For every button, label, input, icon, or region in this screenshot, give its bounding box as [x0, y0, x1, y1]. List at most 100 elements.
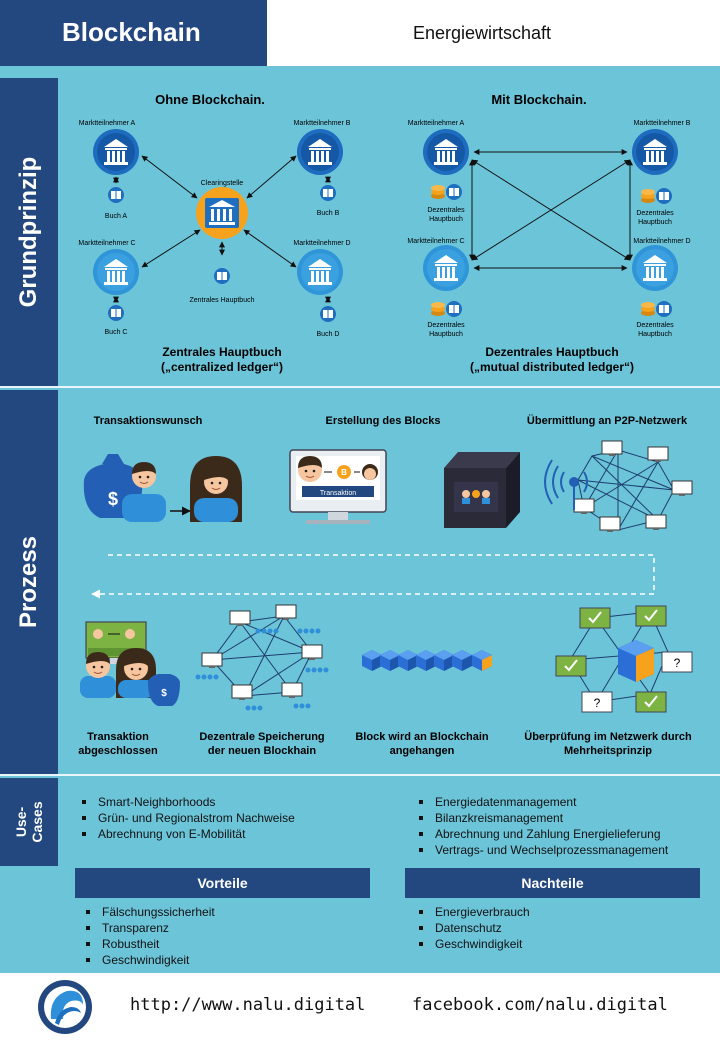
- participant-a-label: Marktteilnehmer A: [79, 120, 136, 127]
- flow-connector: [91, 554, 655, 599]
- prozess-panel: Transaktionswunsch Erstellung des Blocks…: [62, 390, 718, 774]
- book-a-label: Buch A: [105, 213, 128, 220]
- book-icon: [445, 300, 463, 318]
- transaction-monitor-icon: B Transaktion: [289, 449, 387, 524]
- ledger-label: Hauptbuch: [429, 331, 463, 338]
- list-item: Geschwindigkeit: [413, 936, 703, 952]
- step-erstellung: Erstellung des Blocks: [326, 415, 441, 427]
- book-b-label: Buch B: [317, 210, 340, 217]
- bank-icon: [93, 129, 139, 175]
- book-d-label: Buch D: [317, 331, 340, 338]
- svg-text:$: $: [108, 489, 118, 509]
- person-male-icon: [122, 461, 166, 522]
- section-label-grundprinzip: Grundprinzip: [0, 78, 58, 386]
- section-title: Grundprinzip: [15, 156, 42, 308]
- nachteile-header: Nachteile: [405, 868, 700, 898]
- coin-stack-icon: [431, 185, 445, 199]
- prozess-diagram: Transaktionswunsch Erstellung des Blocks…: [78, 414, 693, 757]
- central-book-label: Zentrales Hauptbuch: [190, 297, 255, 304]
- svg-text:?: ?: [674, 656, 681, 670]
- transaction-complete-icon: $: [80, 621, 180, 706]
- grundprinzip-panel: Ohne Blockchain. Marktteilnehmer A Markt…: [62, 80, 718, 386]
- list-item: Abrechnung von E-Mobilität: [76, 826, 396, 842]
- screen-transaktion-label: Transaktion: [320, 490, 356, 497]
- vorteile-list: Fälschungssicherheit Transparenz Robusth…: [80, 904, 370, 968]
- book-icon: [107, 186, 125, 204]
- list-item: Vertrags- und Wechselprozessmanagement: [413, 842, 713, 858]
- book-c-label: Buch C: [105, 329, 128, 336]
- coin-stack-icon: [641, 189, 655, 203]
- list-item: Transparenz: [80, 920, 370, 936]
- list-item: Energieverbrauch: [413, 904, 703, 920]
- use-cases-right-list: Energiedatenmanagement Bilanzkreismanage…: [413, 794, 713, 858]
- book-icon: [319, 305, 337, 323]
- step-speicherung: der neuen Blockhain: [208, 745, 316, 757]
- participant-d-label: Marktteilnehmer D: [293, 240, 350, 247]
- facebook-link[interactable]: facebook.com/nalu.digital: [412, 995, 668, 1015]
- step-angehangen: Block wird an Blockchain: [355, 731, 489, 743]
- participant-c-label: Marktteilnehmer C: [78, 240, 135, 247]
- section-divider: [0, 386, 720, 388]
- step-angehangen: angehangen: [390, 745, 455, 757]
- ledger-label: Hauptbuch: [638, 219, 672, 226]
- person-female-icon: [190, 456, 242, 522]
- coin-stack-icon: [641, 302, 655, 316]
- bank-icon: [632, 245, 678, 291]
- right-caption: Dezentrales Hauptbuch: [485, 345, 618, 359]
- use-cases-left-list: Smart-Neighborhoods Grün- und Regionalst…: [76, 794, 396, 842]
- footer: http://www.nalu.digital facebook.com/nal…: [0, 973, 720, 1040]
- header-title-bar: Blockchain: [0, 0, 267, 66]
- block-box-icon: [444, 452, 520, 528]
- page-subtitle: Energiewirtschaft: [413, 23, 552, 43]
- section-label-use-cases: Use- Cases: [0, 778, 58, 866]
- bank-icon: [423, 129, 469, 175]
- section-divider: [0, 774, 720, 776]
- grundprinzip-diagram: Ohne Blockchain. Marktteilnehmer A Markt…: [78, 92, 690, 374]
- bank-icon: [93, 249, 139, 295]
- coin-stack-icon: [431, 302, 445, 316]
- clearing-label: Clearingstelle: [201, 180, 244, 187]
- participant-b-label: Marktteilnehmer B: [294, 120, 351, 127]
- bank-icon: [423, 245, 469, 291]
- step-ueberpruefung: Überprüfung im Netzwerk durch: [524, 730, 692, 743]
- bank-icon: [297, 129, 343, 175]
- list-item: Energiedatenmanagement: [413, 794, 713, 810]
- step-uebermittlung: Übermittlung an P2P-Netzwerk: [527, 414, 688, 427]
- list-item: Geschwindigkeit: [80, 952, 370, 968]
- list-item: Robustheit: [80, 936, 370, 952]
- section-title: Use- Cases: [13, 801, 45, 843]
- list-item: Smart-Neighborhoods: [76, 794, 396, 810]
- ledger-label: Hauptbuch: [429, 216, 463, 223]
- list-item: Datenschutz: [413, 920, 703, 936]
- ledger-label: Dezentrales: [636, 322, 674, 329]
- majority-check-network-icon: ? ?: [555, 605, 693, 713]
- book-icon: [445, 183, 463, 201]
- left-diagram-title: Ohne Blockchain.: [155, 92, 265, 107]
- svg-text:$: $: [161, 688, 167, 699]
- ledger-label: Dezentrales: [427, 322, 465, 329]
- right-diagram-title: Mit Blockchain.: [491, 92, 586, 107]
- website-link[interactable]: http://www.nalu.digital: [130, 995, 366, 1015]
- bank-icon: [297, 249, 343, 295]
- header-subtitle-bar: Energiewirtschaft: [267, 0, 720, 66]
- section-label-prozess: Prozess: [0, 390, 58, 774]
- participant-d-label: Marktteilnehmer D: [633, 238, 690, 245]
- list-item: Fälschungssicherheit: [80, 904, 370, 920]
- book-icon: [107, 304, 125, 322]
- blockchain-chain-icon: [362, 650, 492, 671]
- step-speicherung: Dezentrale Speicherung: [199, 731, 324, 743]
- book-icon: [655, 187, 673, 205]
- svg-text:?: ?: [594, 696, 601, 710]
- list-item: Grün- und Regionalstrom Nachweise: [76, 810, 396, 826]
- ledger-label: Hauptbuch: [638, 331, 672, 338]
- clearing-house-icon: [196, 187, 248, 239]
- book-icon: [213, 267, 231, 285]
- left-caption: („centralized ledger“): [161, 360, 283, 374]
- vorteile-header: Vorteile: [75, 868, 370, 898]
- svg-text:B: B: [341, 468, 347, 477]
- participant-c-label: Marktteilnehmer C: [407, 238, 464, 245]
- step-abgeschlossen: Transaktion: [87, 731, 149, 743]
- step-abgeschlossen: abgeschlossen: [78, 745, 158, 757]
- book-icon: [655, 300, 673, 318]
- right-caption: („mutual distributed ledger“): [470, 360, 634, 374]
